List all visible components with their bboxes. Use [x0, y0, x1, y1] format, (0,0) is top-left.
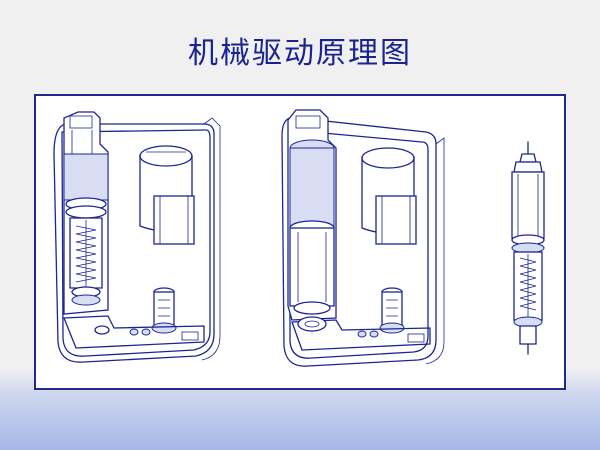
mechanical-drive-diagram [53, 109, 545, 367]
figure-device-cutaway [53, 111, 221, 363]
figure-cartridge [511, 141, 545, 355]
diagram-frame [34, 94, 566, 390]
slide-title: 机械驱动原理图 [188, 36, 412, 71]
figure-device-closed [281, 109, 445, 367]
